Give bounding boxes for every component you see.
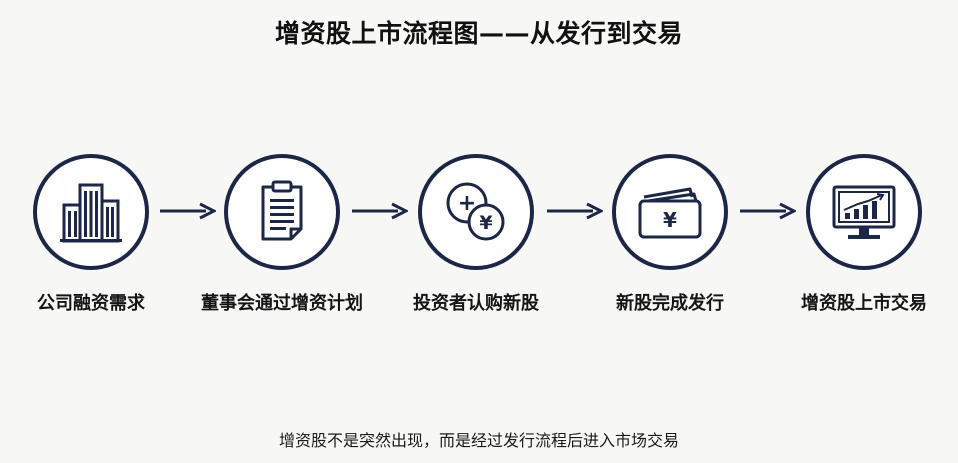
step-2-circle [224, 154, 340, 270]
arrow-right-icon [547, 202, 603, 220]
step-4-circle: ¥ [612, 154, 728, 270]
coins-icon: + ¥ [446, 182, 505, 241]
wallet-symbol: ¥ [663, 208, 677, 232]
page-title: 增资股上市流程图——从发行到交易 [274, 19, 683, 48]
office-building-icon [60, 183, 122, 243]
step-4-label: 新股完成发行 [616, 293, 724, 314]
wallet-cards-icon: ¥ [638, 187, 702, 239]
trading-monitor-icon [832, 185, 896, 239]
step-1-label: 公司融资需求 [37, 293, 145, 314]
step-1-circle [33, 154, 149, 270]
step-2-label: 董事会通过增资计划 [201, 293, 363, 314]
step-3-circle: + ¥ [418, 154, 534, 270]
footer-caption: 增资股不是突然出现，而是经过发行流程后进入市场交易 [278, 431, 679, 450]
arrow-right-icon [740, 202, 796, 220]
arrow-right-icon [160, 202, 216, 220]
coin-symbol-small: ¥ [479, 212, 492, 234]
step-5-circle [806, 154, 922, 270]
arrow-right-icon [352, 202, 408, 220]
clipboard-document-icon [261, 180, 303, 241]
coin-symbol-large: + [458, 191, 476, 216]
step-3-label: 投资者认购新股 [413, 293, 539, 314]
step-5-label: 增资股上市交易 [801, 293, 927, 314]
